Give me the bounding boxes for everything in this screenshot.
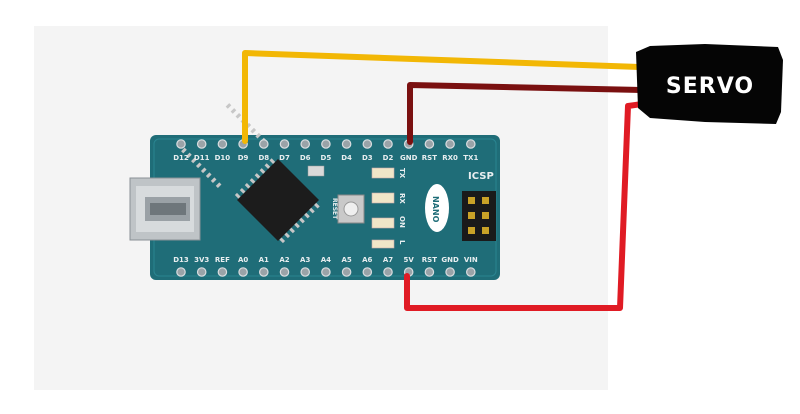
- wire-power-5v: [404, 101, 645, 311]
- pin-hole-rx0: [445, 139, 455, 149]
- pin-label-bottom-1: 3V3: [194, 256, 209, 264]
- pin-label-bottom-6: A3: [300, 256, 310, 264]
- pin-label-bottom-7: A4: [321, 256, 331, 264]
- pin-label-bottom-10: A7: [383, 256, 393, 264]
- arduino-nano-board: RESET TX RX ON L NANO ICSP D12 D11 D10 D9 D8…: [129, 103, 500, 280]
- nano-badge: [425, 184, 449, 232]
- bottom-pin-row: [176, 267, 476, 277]
- pin-label-top-5: D7: [279, 154, 290, 162]
- top-pin-labels: D12 D11 D10 D9 D8 D7 D6 D5 D4 D3 D2 GND RST RX0 TX1: [173, 154, 478, 162]
- pin-hole-bottom-7: [321, 267, 331, 277]
- pin-hole-bottom-8: [341, 267, 352, 277]
- pin-hole-d3: [362, 139, 373, 149]
- pin-hole-d2: [383, 139, 393, 149]
- wires: [242, 50, 645, 311]
- pin-hole-bottom-5: [279, 267, 290, 277]
- pin-hole-bottom-3: [238, 267, 248, 277]
- pin-label-top-10: D2: [383, 154, 394, 162]
- pin-hole-d11: [196, 139, 207, 149]
- pin-hole-d5: [321, 139, 331, 149]
- led-label-on: ON: [398, 216, 406, 228]
- pin-label-bottom-9: A6: [362, 256, 372, 264]
- pin-label-bottom-14: VIN: [464, 256, 478, 264]
- pin-label-bottom-13: GND: [441, 256, 459, 264]
- pin-label-top-7: D5: [321, 154, 332, 162]
- pin-hole-bottom-10: [383, 267, 393, 277]
- pin-hole-bottom-4: [258, 267, 269, 277]
- pin-label-top-13: RX0: [442, 154, 458, 162]
- pin-label-bottom-5: A2: [279, 256, 289, 264]
- top-pin-row: [176, 139, 476, 149]
- pin-label-bottom-4: A1: [259, 256, 269, 264]
- pin-hole-bottom-12: [424, 267, 435, 277]
- pin-label-top-0: D12: [173, 154, 189, 162]
- pin-label-bottom-12: RST: [422, 256, 437, 264]
- led-label-l: L: [398, 240, 406, 245]
- icsp-label: ICSP: [468, 171, 494, 182]
- servo-block: SERVO: [636, 44, 783, 124]
- pin-hole-bottom-0: [176, 267, 186, 277]
- pin-hole-bottom-2: [217, 267, 228, 277]
- pin-label-bottom-0: D13: [173, 256, 189, 264]
- pin-hole-d12: [176, 139, 186, 149]
- pin-label-top-1: D11: [194, 154, 210, 162]
- pin-hole-rst: [424, 139, 435, 149]
- pin-hole-bottom-13: [445, 267, 455, 277]
- pin-hole-d7: [279, 139, 290, 149]
- reset-label: RESET: [331, 198, 338, 220]
- wire-ground-gnd: [407, 82, 645, 145]
- led-label-tx: TX: [398, 168, 406, 179]
- pin-label-bottom-2: REF: [215, 256, 230, 264]
- pin-hole-d8: [258, 139, 269, 149]
- pin-hole-d4: [341, 139, 352, 149]
- pin-label-bottom-3: A0: [238, 256, 248, 264]
- pin-hole-bottom-1: [196, 267, 207, 277]
- status-leds: [371, 167, 395, 249]
- servo-label: SERVO: [666, 74, 754, 99]
- crystal-icon: [307, 165, 325, 177]
- pin-hole-bottom-6: [300, 267, 310, 277]
- pin-label-top-12: RST: [422, 154, 437, 162]
- pin-label-top-6: D6: [300, 154, 311, 162]
- pin-label-top-2: D10: [215, 154, 231, 162]
- pin-label-top-4: D8: [258, 154, 269, 162]
- pcb: [150, 135, 500, 280]
- nano-label: NANO: [431, 196, 440, 223]
- pin-label-top-8: D4: [341, 154, 352, 162]
- pin-hole-bottom-14: [465, 267, 476, 277]
- pin-label-top-11: GND: [400, 154, 418, 162]
- reset-button-icon: [337, 194, 365, 224]
- pin-label-top-9: D3: [362, 154, 373, 162]
- pin-label-top-14: TX1: [463, 154, 478, 162]
- bottom-pin-labels: D13 3V3 REF A0 A1 A2 A3 A4 A5 A6 A7 5V RST GND VIN: [173, 256, 478, 264]
- pin-label-top-3: D9: [238, 154, 249, 162]
- servo-body: [636, 44, 783, 124]
- wire-signal-d9: [242, 50, 643, 144]
- usb-connector-icon: [129, 177, 201, 241]
- pin-hole-d6: [300, 139, 310, 149]
- pin-hole-bottom-9: [362, 267, 373, 277]
- pin-label-bottom-11: 5V: [404, 256, 415, 264]
- pin-hole-tx1: [465, 139, 476, 149]
- pin-hole-d10: [217, 139, 228, 149]
- icsp-header: [462, 191, 496, 241]
- led-label-rx: RX: [398, 193, 406, 204]
- pin-label-bottom-8: A5: [341, 256, 351, 264]
